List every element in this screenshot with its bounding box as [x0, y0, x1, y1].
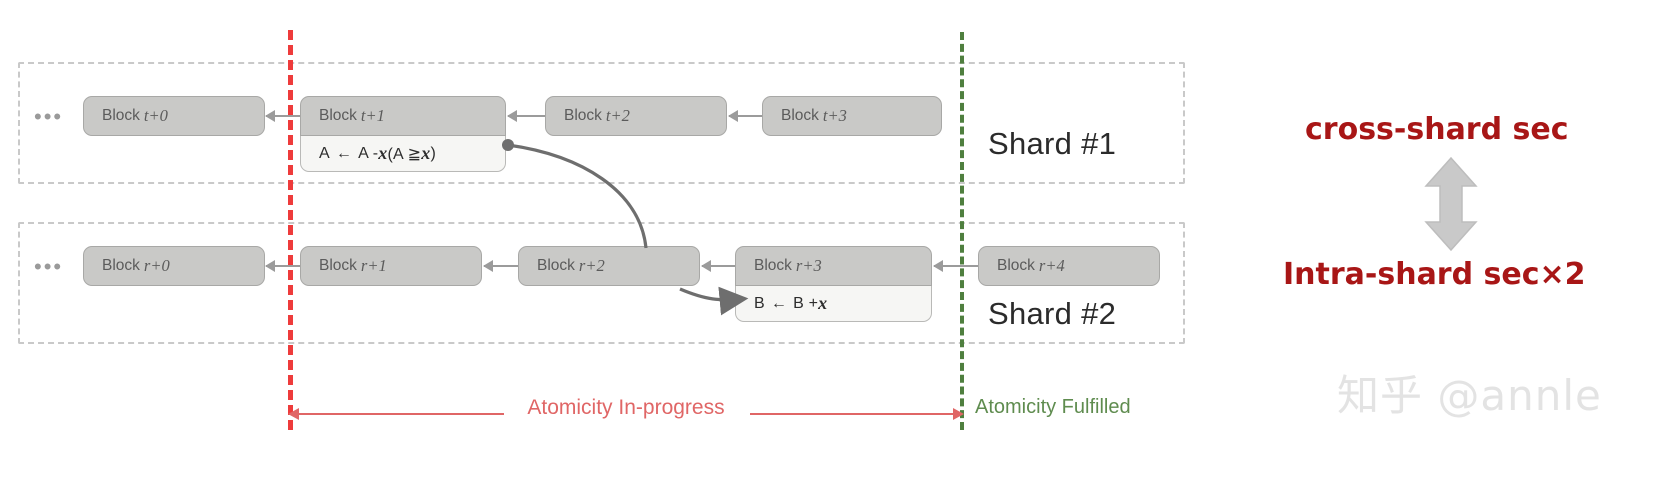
- block-r4[interactable]: Block r+4: [978, 246, 1160, 286]
- chain-arrow-r2-to-r1: [483, 260, 518, 272]
- atomicity-arrow-left: [288, 408, 299, 420]
- cross-shard-sec-label: cross-shard sec: [1305, 112, 1569, 147]
- block-t3-prefix: Block: [781, 107, 819, 124]
- block-r3-index: r+3: [795, 256, 822, 275]
- shard-2-label: Shard #2: [988, 296, 1117, 331]
- payload-r3-rhs: B +: [793, 294, 819, 312]
- atomicity-bar: [288, 406, 964, 422]
- block-t0[interactable]: Block t+0: [83, 96, 265, 136]
- block-r3-payload: B ← B + x: [735, 286, 932, 322]
- atomicity-in-progress-text: Atomicity In-progress: [513, 396, 739, 419]
- chain-arrow-t1-to-t0: [265, 110, 300, 122]
- intra-shard-sec-label: Intra-shard sec×2: [1283, 257, 1586, 292]
- atomicity-fulfilled-label: Atomicity Fulfilled: [975, 396, 1131, 418]
- atomicity-start-line: [288, 30, 293, 430]
- block-r0-index: r+0: [143, 256, 170, 275]
- shard-2-ellipsis: •••: [34, 254, 64, 279]
- block-t2-prefix: Block: [564, 107, 602, 124]
- block-r2[interactable]: Block r+2: [518, 246, 700, 286]
- chain-arrow-r3-to-r2: [701, 260, 735, 272]
- payload-t1-cond-open: (A ≧: [387, 145, 422, 163]
- block-r4-index: r+4: [1038, 256, 1065, 275]
- block-t1-payload: A ← A - x (A ≧ x ): [300, 136, 506, 172]
- shard-1-ellipsis: •••: [34, 104, 64, 129]
- atomicity-end-line: [960, 32, 964, 430]
- block-t2[interactable]: Block t+2: [545, 96, 727, 136]
- atomicity-in-progress-label: Atomicity In-progress: [288, 396, 964, 420]
- payload-t1-var2: x: [421, 143, 431, 163]
- payload-t1-var1: x: [378, 143, 388, 163]
- block-t1-index: t+1: [360, 106, 385, 125]
- shard-1-label: Shard #1: [988, 126, 1117, 161]
- block-r2-index: r+2: [578, 256, 605, 275]
- block-t1[interactable]: Block t+1: [300, 96, 506, 136]
- block-r0[interactable]: Block r+0: [83, 246, 265, 286]
- payload-r3-var1: x: [818, 293, 828, 313]
- block-r3[interactable]: Block r+3: [735, 246, 932, 286]
- payload-r3-lhs: B: [754, 294, 765, 312]
- block-t0-index: t+0: [143, 106, 168, 125]
- chain-arrow-t3-to-t2: [728, 110, 762, 122]
- block-r4-prefix: Block: [997, 257, 1035, 274]
- chain-arrow-r1-to-r0: [265, 260, 300, 272]
- chain-arrow-r4-to-r3: [933, 260, 978, 272]
- block-t2-index: t+2: [605, 106, 630, 125]
- payload-t1-lhs: A: [319, 144, 330, 162]
- block-r0-prefix: Block: [102, 257, 140, 274]
- atomicity-line-left: [296, 413, 504, 415]
- watermark: 知乎 @annle: [1337, 371, 1602, 420]
- payload-r3-arrow: ←: [770, 294, 788, 312]
- block-t3[interactable]: Block t+3: [762, 96, 942, 136]
- block-r1-prefix: Block: [319, 257, 357, 274]
- payload-t1-rhs: A -: [358, 144, 379, 162]
- block-t1-prefix: Block: [319, 107, 357, 124]
- block-r3-prefix: Block: [754, 257, 792, 274]
- atomicity-line-right: [750, 413, 956, 415]
- double-headed-vertical-arrow-icon: [1424, 156, 1478, 252]
- block-r2-prefix: Block: [537, 257, 575, 274]
- block-r1[interactable]: Block r+1: [300, 246, 482, 286]
- block-t3-index: t+3: [822, 106, 847, 125]
- payload-t1-cond-close: ): [430, 144, 436, 162]
- chain-arrow-t2-to-t1: [507, 110, 545, 122]
- block-r1-index: r+1: [360, 256, 387, 275]
- atomicity-arrow-right: [953, 408, 964, 420]
- block-t0-prefix: Block: [102, 107, 140, 124]
- payload-t1-arrow: ←: [335, 144, 353, 162]
